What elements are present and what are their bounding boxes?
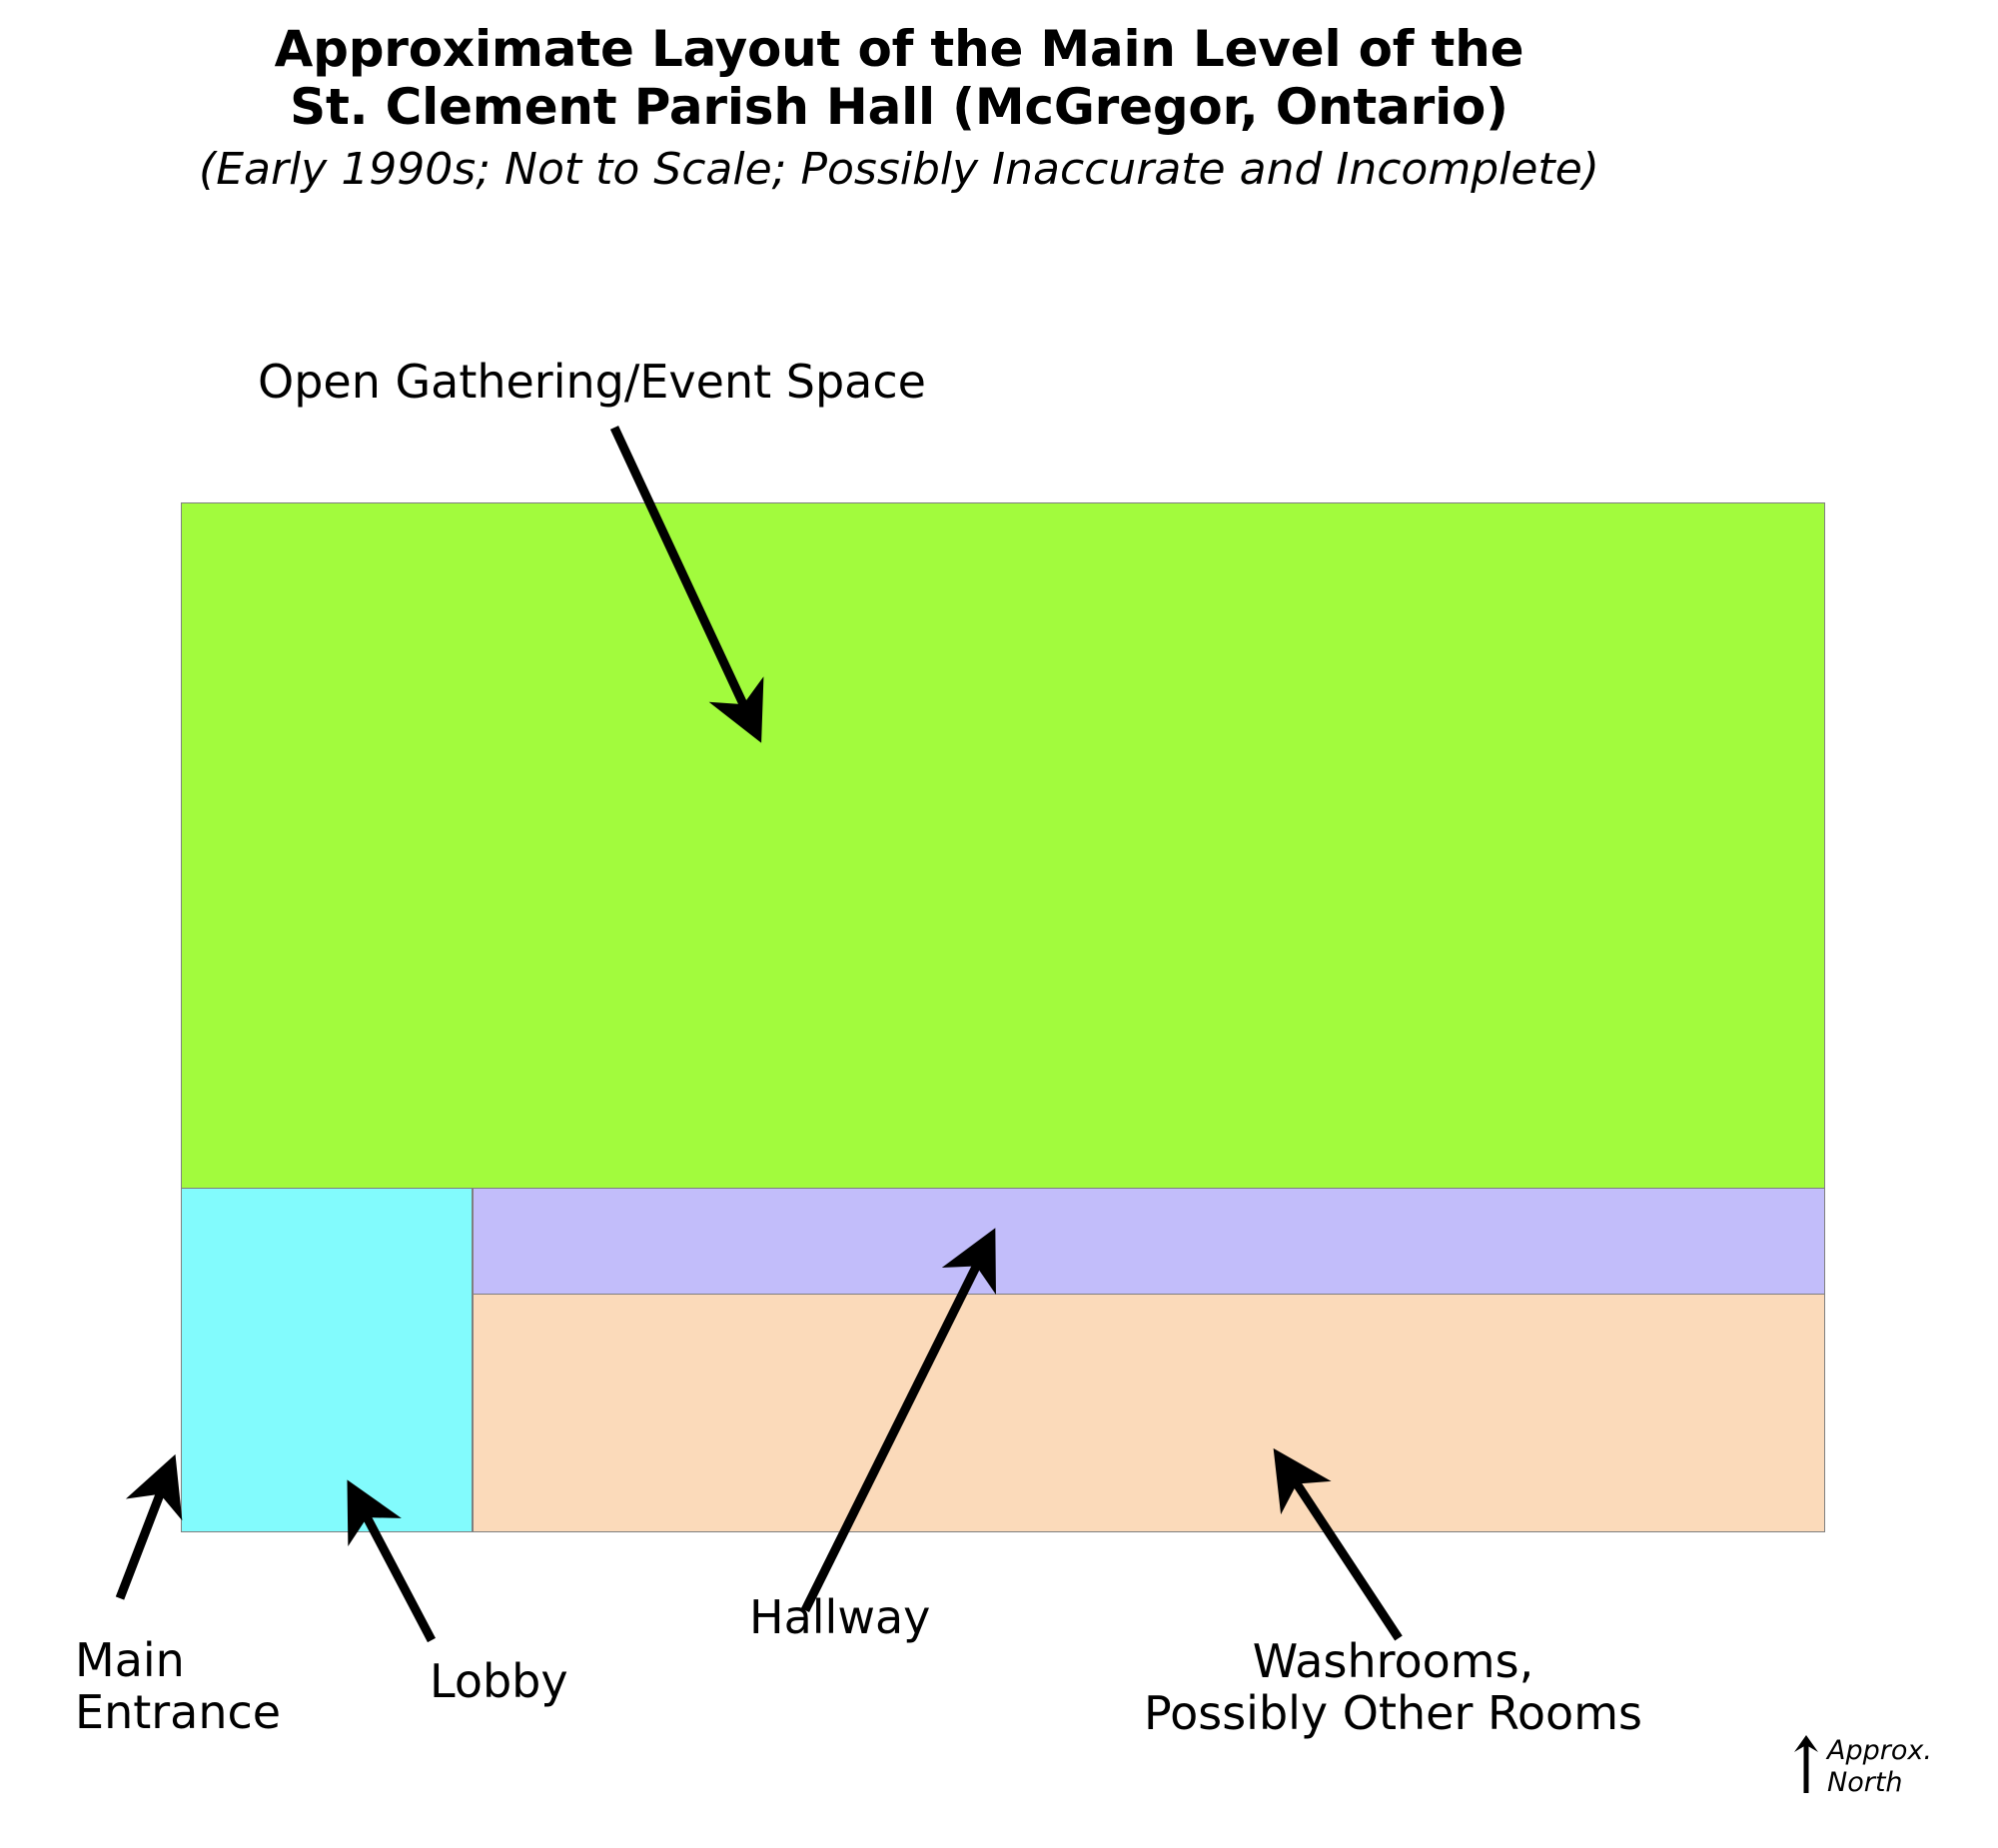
label-hallway: Hallway xyxy=(749,1590,931,1644)
north-label: Approx. North xyxy=(1827,1735,1932,1798)
page-title-line-1: Approximate Layout of the Main Level of … xyxy=(274,20,1524,78)
north-indicator: Approx. North xyxy=(1793,1733,1932,1799)
label-open-gathering-event-space: Open Gathering/Event Space xyxy=(258,355,926,409)
room-lobby xyxy=(181,1188,473,1532)
label-lobby: Lobby xyxy=(430,1654,568,1708)
page-title-line-2: St. Clement Parish Hall (McGregor, Ontar… xyxy=(290,78,1508,136)
room-washrooms xyxy=(473,1294,1825,1532)
north-arrow-icon xyxy=(1794,1735,1818,1793)
arrow-main-entrance xyxy=(115,1453,183,1600)
title-block: Approximate Layout of the Main Level of … xyxy=(0,20,1798,197)
label-main-entrance: Main Entrance xyxy=(75,1633,282,1739)
room-hallway xyxy=(473,1188,1825,1295)
room-open-gathering-event-space xyxy=(181,502,1825,1189)
label-washrooms: Washrooms, Possibly Other Rooms xyxy=(1144,1634,1642,1740)
page-subtitle: (Early 1990s; Not to Scale; Possibly Ina… xyxy=(199,144,1599,195)
